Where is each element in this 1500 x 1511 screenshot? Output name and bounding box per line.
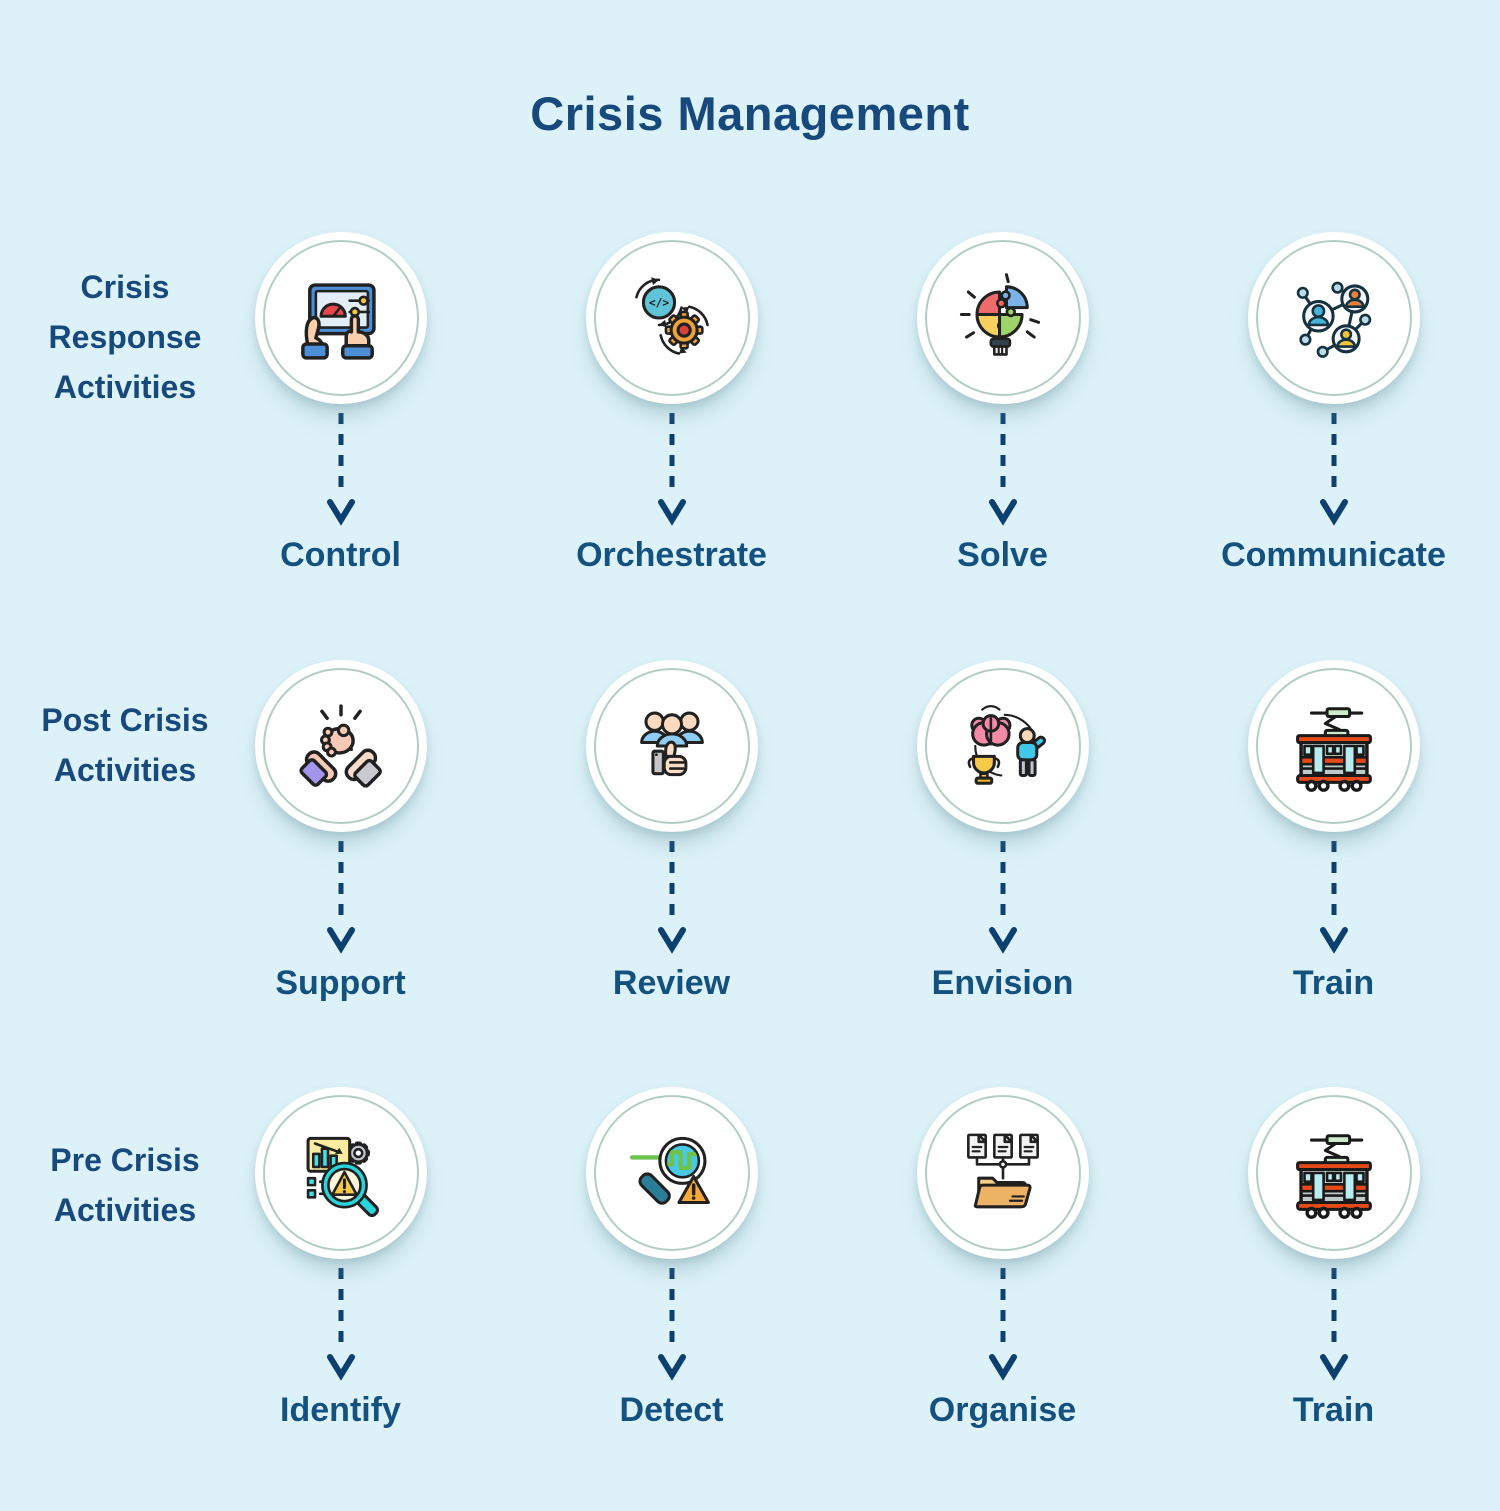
item-label: Review <box>612 964 731 1002</box>
icon-circle <box>916 232 1089 404</box>
page-title: Crisis Management <box>530 87 970 140</box>
item-label: Detect <box>619 1391 724 1429</box>
icon-circle <box>1247 232 1420 404</box>
down-arrow-icon <box>657 841 686 954</box>
icon-circle <box>916 1087 1089 1259</box>
down-arrow-icon <box>988 413 1017 526</box>
icon-circle <box>1247 660 1420 832</box>
row-crisis-response: Control </> <box>175 232 1500 575</box>
item-label: Identify <box>280 1391 401 1429</box>
chart-magnifier-warning-icon <box>306 1136 379 1218</box>
down-arrow-icon <box>988 841 1017 954</box>
brain-trophy-person-icon <box>967 705 1046 785</box>
down-arrow-icon <box>326 841 355 954</box>
tram-icon <box>1295 707 1372 792</box>
tablet-control-icon <box>300 283 376 360</box>
down-arrow-icon <box>657 1268 686 1381</box>
icon-circle <box>1247 1087 1420 1259</box>
row-label-crisis-response: Crisis Response Activities <box>48 269 202 405</box>
item-label: Train <box>1292 964 1375 1002</box>
item-envision: Envision <box>838 660 1168 1003</box>
item-train-pre: Train <box>1169 1087 1499 1430</box>
item-label: Support <box>275 964 406 1002</box>
item-solve: Solve <box>838 232 1168 575</box>
item-train-post: Train <box>1169 660 1499 1003</box>
row-label-pre-crisis: Pre Crisis Activities <box>50 1142 200 1228</box>
item-review: Review <box>507 660 837 1003</box>
item-orchestrate: </> <box>507 232 837 575</box>
item-detect: Detect <box>507 1087 837 1430</box>
row-post-crisis: Support <box>175 660 1500 1003</box>
item-label: Control <box>280 536 401 574</box>
icon-circle: </> <box>585 232 758 404</box>
down-arrow-icon <box>326 413 355 526</box>
icon-circle <box>254 660 427 832</box>
icon-circle <box>916 660 1089 832</box>
documents-folder-icon <box>966 1133 1039 1209</box>
item-label: Orchestrate <box>576 536 767 574</box>
item-communicate: Communicate <box>1169 232 1499 575</box>
team-thumbs-up-icon <box>639 711 704 777</box>
item-label: Communicate <box>1221 536 1446 574</box>
icon-circle <box>585 660 758 832</box>
code-gear-sync-icon: </> <box>634 277 709 355</box>
people-network-icon <box>1296 281 1371 358</box>
tram-icon <box>1295 1134 1372 1219</box>
icon-circle <box>254 232 427 404</box>
clasped-hands-icon <box>298 704 382 788</box>
item-label: Solve <box>957 536 1048 574</box>
down-arrow-icon <box>657 413 686 526</box>
magnifier-signal-warning-icon <box>629 1136 710 1205</box>
item-label: Organise <box>928 1391 1077 1429</box>
down-arrow-icon <box>326 1268 355 1381</box>
down-arrow-icon <box>1319 841 1348 954</box>
down-arrow-icon <box>1319 1268 1348 1381</box>
item-identify: Identify <box>176 1087 506 1430</box>
item-label: Envision <box>931 964 1074 1002</box>
icon-circle <box>585 1087 758 1259</box>
item-support: Support <box>176 660 506 1003</box>
down-arrow-icon <box>1319 413 1348 526</box>
item-control: Control <box>176 232 506 575</box>
row-pre-crisis: Identify <box>175 1087 1500 1430</box>
item-organise: Organise <box>838 1087 1168 1430</box>
svg-text:</>: </> <box>648 297 669 310</box>
puzzle-bulb-icon <box>959 273 1040 356</box>
row-label-post-crisis: Post Crisis Activities <box>41 702 209 788</box>
item-label: Train <box>1292 1391 1375 1429</box>
icon-circle <box>254 1087 427 1259</box>
down-arrow-icon <box>988 1268 1017 1381</box>
